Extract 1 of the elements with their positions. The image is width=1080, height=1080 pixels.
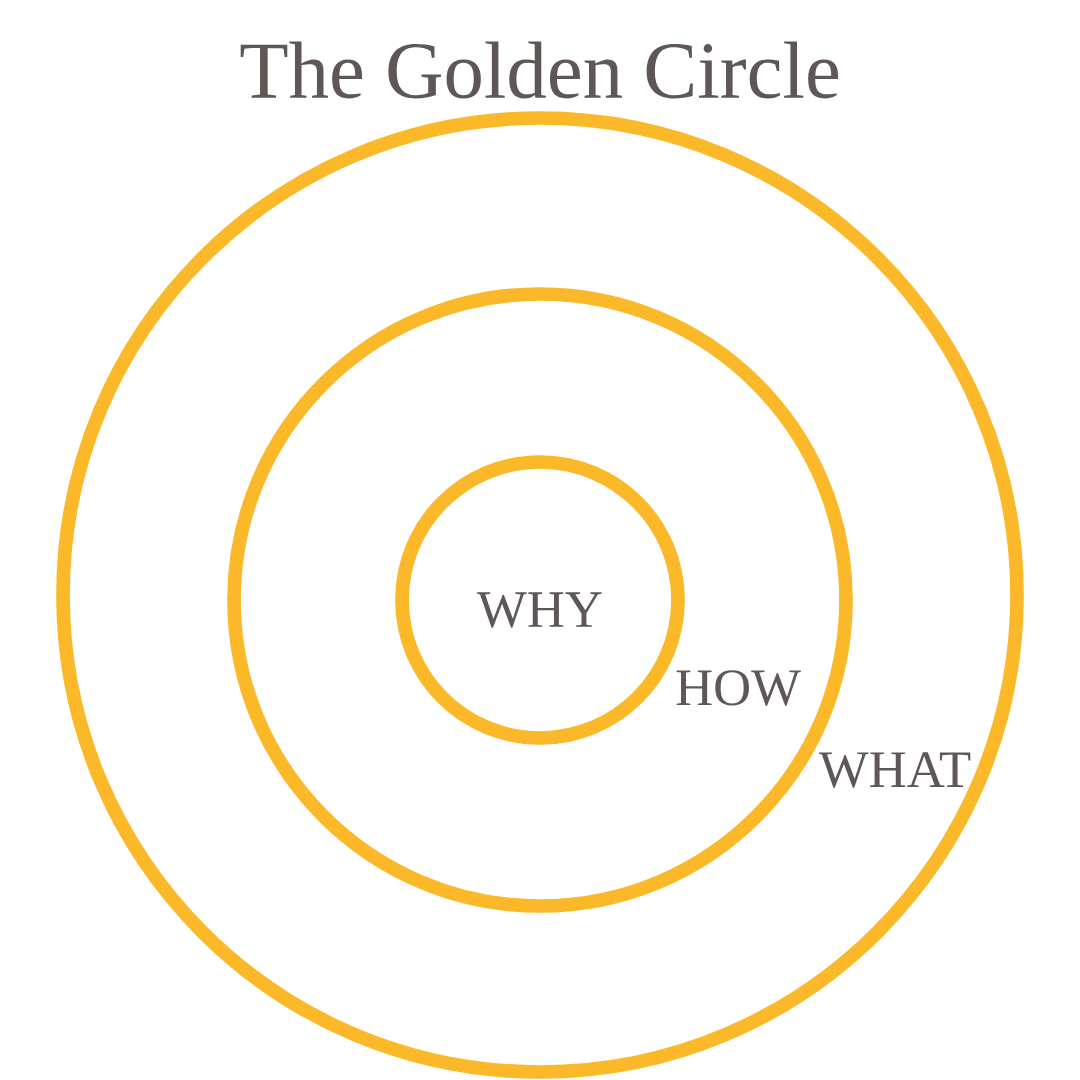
title: The Golden Circle <box>240 41 839 99</box>
